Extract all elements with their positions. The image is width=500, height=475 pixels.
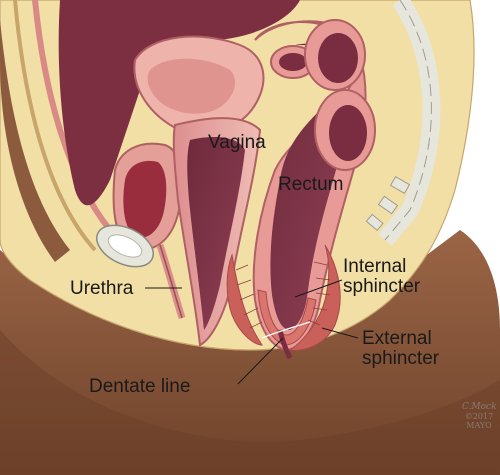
lower-body-shadow — [0, 330, 500, 475]
label-vagina: Vagina — [208, 132, 266, 153]
signature-year: ©2017 — [464, 412, 494, 421]
sacrum — [365, 0, 441, 246]
sphincter-striations — [235, 261, 331, 329]
urethra-line — [159, 244, 183, 319]
internal-sphincter-leader — [294, 279, 343, 298]
abdominal-wall-fascia — [13, 0, 97, 252]
signature-org: MAYO — [466, 421, 492, 430]
abdominal-wall-outer — [0, 20, 70, 262]
abdominal-wall-muscle — [32, 0, 113, 232]
label-internal-sphincter: Internal sphincter — [343, 256, 421, 297]
uterus-cavity — [147, 58, 235, 114]
abdominal-cavity — [58, 0, 300, 206]
label-dentate-line: Dentate line — [89, 376, 191, 397]
vagina-lumen — [187, 137, 245, 330]
bladder-lumen — [123, 160, 167, 238]
leader-lines — [145, 279, 359, 385]
sigmoid-loop-upper-lumen — [279, 53, 307, 71]
signature-artist: C.Mock — [462, 402, 497, 412]
internal-sphincter — [257, 289, 317, 346]
pubic-bone-inner — [107, 234, 143, 258]
body-skin — [0, 230, 500, 475]
rectal-fold-lumen — [329, 105, 367, 161]
label-urethra: Urethra — [70, 278, 134, 299]
label-external-sphincter: External sphincter — [362, 328, 440, 369]
dentate-line-leader — [237, 337, 284, 385]
dentate-line-mark — [261, 321, 311, 339]
external-sphincter-leader — [321, 327, 359, 339]
label-rectum: Rectum — [278, 174, 344, 195]
sigmoid-loop-right-lumen — [318, 33, 358, 83]
external-sphincter-left — [226, 253, 263, 346]
artist-signature: C.Mock ©2017 MAYO — [462, 402, 497, 431]
anal-canal — [277, 329, 293, 360]
